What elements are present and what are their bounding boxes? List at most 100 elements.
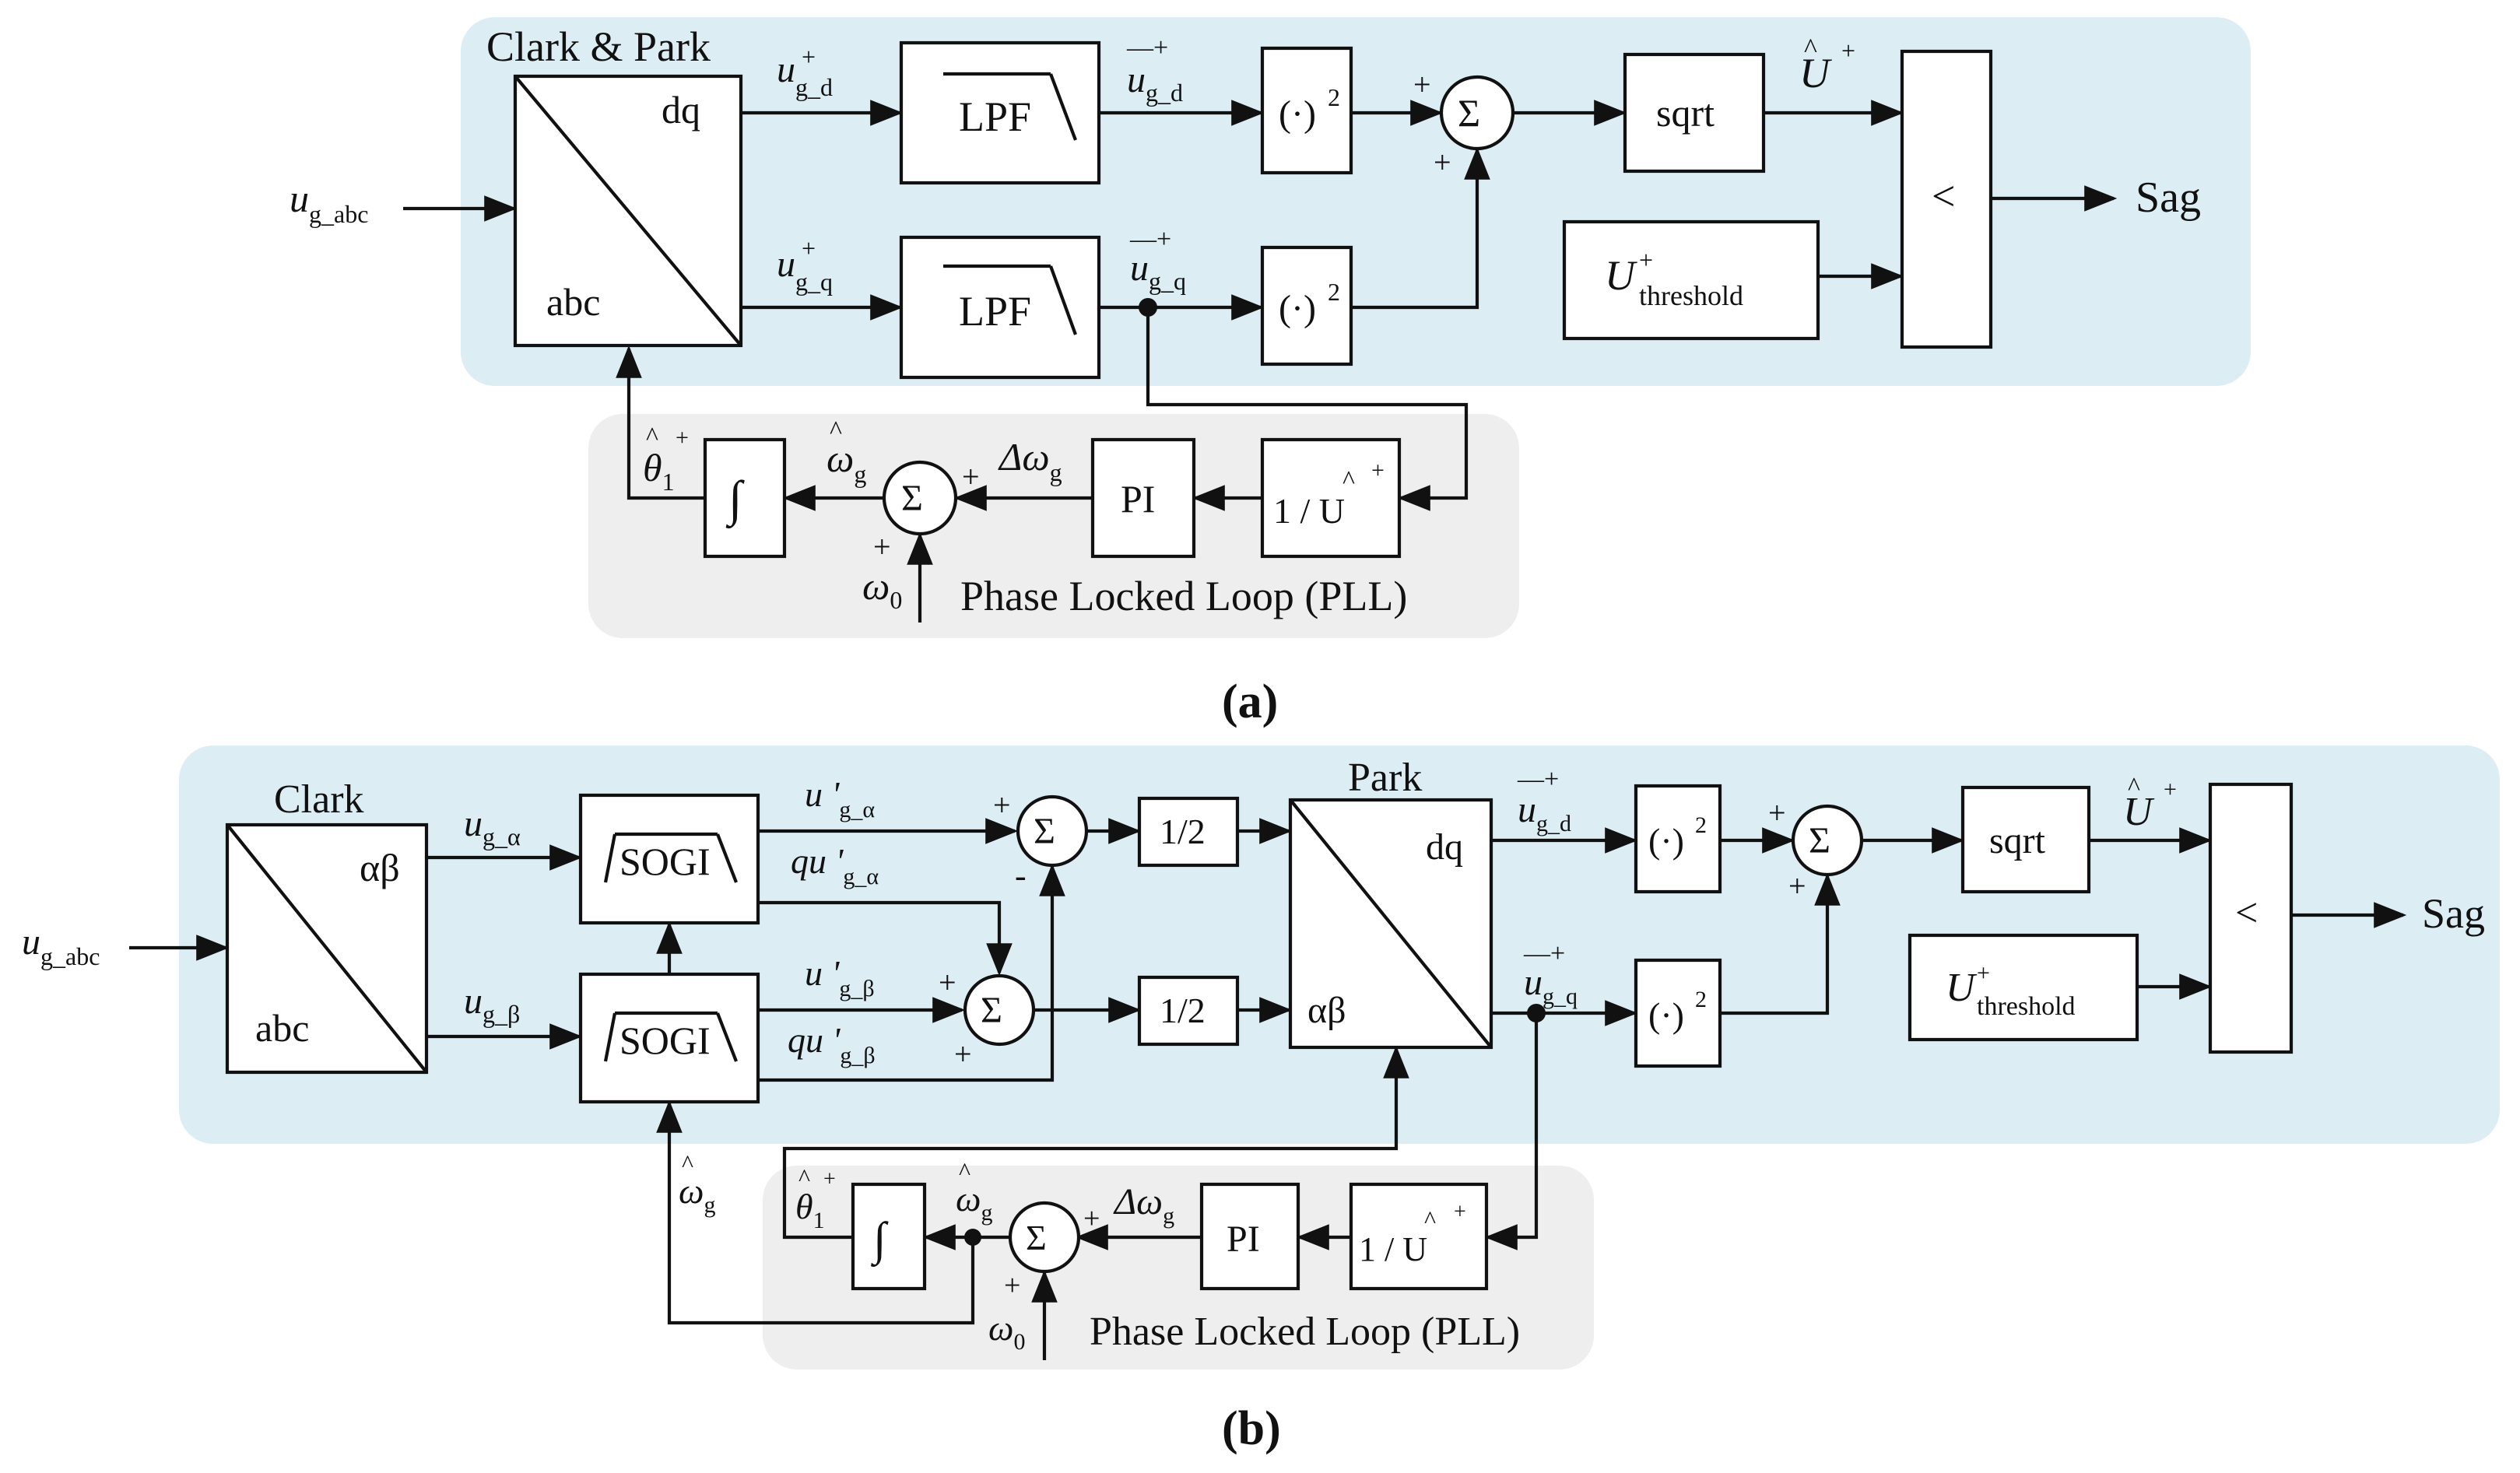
caption-a: (a) [1222,675,1278,728]
svg-text:^: ^ [1342,466,1355,495]
theta-label-b: θ1 ^ + [795,1163,836,1233]
svg-text:LPF: LPF [959,288,1031,335]
svg-text:Σ: Σ [1809,820,1830,861]
integrator-block-b: ∫ [851,1182,927,1291]
svg-text:+: + [962,459,980,494]
svg-text:ω0: ω0 [862,564,902,614]
svg-text:ug_d: ug_d [1518,789,1571,836]
svg-text:+: + [1788,868,1806,903]
svg-text:1 / U: 1 / U [1273,491,1345,531]
svg-text:(·): (·) [1648,995,1684,1035]
svg-text:^: ^ [646,423,658,451]
sogi-block-alpha: SOGI [578,793,760,925]
threshold-block-b: U + threshold [1908,933,2139,1042]
svg-text:^: ^ [959,1157,970,1185]
clark-block: αβ abc [225,822,429,1075]
svg-text:+: + [1639,246,1653,274]
svg-text:SOGI: SOGI [619,1019,711,1062]
svg-text:+: + [1413,67,1431,102]
svg-text:∫: ∫ [871,1213,889,1268]
u-hat-label-a: U ^ + [1799,33,1855,96]
svg-text:ωg: ωg [679,1171,715,1218]
inv-u-block-a: 1 / U ^ + [1260,437,1402,559]
svg-text:+: + [2164,777,2177,802]
delta-omega-label-b: Δωg + [1083,1181,1174,1235]
u-hat-label-b: U ^ + [2123,773,2177,834]
svg-text:1/2: 1/2 [1160,812,1206,851]
svg-text:(·): (·) [1279,288,1316,329]
svg-text:Σ: Σ [981,990,1002,1031]
svg-text:ug_q: ug_q [1130,247,1186,295]
pi-block-a: PI [1090,437,1196,559]
svg-text:<: < [1932,173,1955,219]
panel-title: Clark & Park [486,23,711,70]
svg-text:+: + [993,787,1011,822]
svg-text:SOGI: SOGI [619,840,711,883]
svg-text:Σ: Σ [1026,1218,1047,1257]
svg-text:^: ^ [830,416,842,445]
svg-text:+: + [1371,458,1385,483]
svg-text:—+: —+ [1126,33,1168,62]
square-block-d: (·) 2 [1260,46,1353,175]
svg-text:+: + [873,529,891,564]
svg-text:+: + [1434,145,1451,180]
svg-text:+: + [676,425,689,451]
input-label: ug_abc [290,177,368,228]
svg-text:+: + [802,234,816,262]
omega-hat-label-a: ωg ^ [827,416,866,488]
svg-text:+: + [954,1036,972,1071]
omega-hat-label-b-pll: ωg ^ [956,1157,992,1226]
svg-text:+: + [1454,1200,1466,1224]
svg-text:Δωg: Δωg [1113,1181,1174,1229]
clark-title: Clark [274,777,364,822]
signal-u-d: ug_d + [777,43,833,101]
sum-block-b: Σ + + [1768,795,1864,903]
pll-caption-b: Phase Locked Loop (PLL) [1090,1310,1520,1354]
svg-text:ug_q: ug_q [1524,962,1578,1009]
signal-u-q: ug_q + [777,234,833,296]
square-block-q: (·) 2 [1260,245,1353,366]
svg-text:^: ^ [682,1149,693,1177]
svg-text:+: + [802,43,816,71]
signal-u-beta: ug_β [464,980,520,1028]
sogi-block-beta: SOGI [578,972,760,1104]
omega-hat-label-b-sogi: ωg ^ [679,1149,715,1218]
lpf-block-q: LPF [899,235,1101,380]
svg-text:—+: —+ [1523,939,1565,968]
signal-ubar-d-b: —+ ug_d [1517,765,1571,836]
diagram-a: Clark & Park dq abc ug_abc ug_d + LPF —+ [290,17,2251,728]
output-sag-a: Sag [2136,174,2201,222]
signal-ubar-d: —+ ug_d [1126,33,1183,107]
sqrt-block-b: sqrt [1960,785,2091,894]
svg-text:+: + [1841,37,1855,65]
svg-text:PI: PI [1121,477,1155,521]
svg-text:ug_abc: ug_abc [22,921,100,970]
sum-block-a: Σ + + [1413,67,1515,180]
svg-text:threshold: threshold [1639,280,1743,311]
omega0-label-b: ω0 [988,1308,1025,1355]
svg-text:αβ: αβ [1307,990,1346,1031]
svg-text:^: ^ [1424,1205,1436,1233]
comparator-block-a: < [1900,49,1993,349]
park-title: Park [1348,756,1422,800]
comparator-block-b: < [2208,782,2294,1054]
svg-text:Σ: Σ [1458,91,1480,135]
sum-block-pll-b: Σ + [1004,1201,1081,1302]
signal-u-prime-beta: u 'g_β [805,953,875,1001]
svg-text:ug_q: ug_q [777,244,833,296]
svg-text:dq: dq [1426,826,1463,868]
svg-text:Δωg: Δωg [998,435,1062,486]
lpf-block-d: LPF [899,40,1101,185]
svg-text:(·): (·) [1648,821,1684,861]
svg-text:qu 'g_β: qu 'g_β [788,1020,876,1068]
signal-qu-prime-beta: qu 'g_β [788,1020,876,1068]
svg-text:αβ: αβ [360,846,400,889]
svg-text:ωg: ωg [827,437,866,488]
svg-text:<: < [2235,891,2258,935]
svg-text:∫: ∫ [725,471,745,529]
svg-text:2: 2 [1695,812,1707,838]
svg-text:LPF: LPF [959,93,1031,140]
signal-ubar-q: —+ ug_q [1129,225,1186,295]
svg-text:^: ^ [1804,33,1817,64]
svg-text:sqrt: sqrt [1989,820,2046,861]
